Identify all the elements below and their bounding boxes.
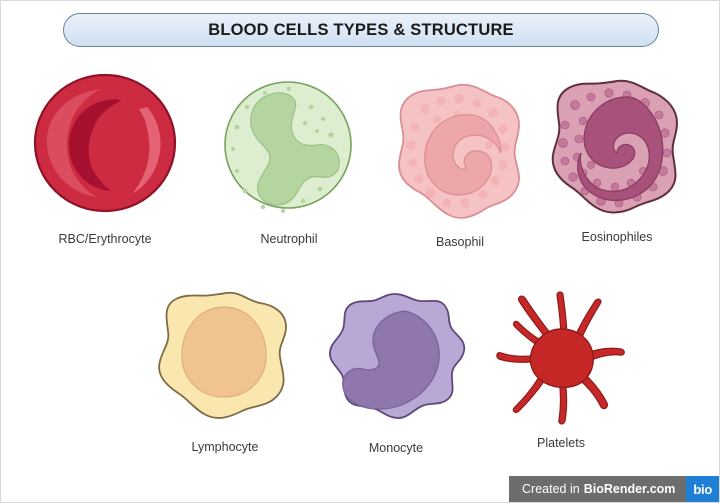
cell-rbc: RBC/Erythrocyte <box>29 71 181 246</box>
rbc-svg <box>33 73 177 213</box>
lymphocyte-illustration <box>146 289 304 432</box>
eosinophil-svg <box>551 79 679 214</box>
cell-label-eosinophil: Eosinophiles <box>581 230 653 244</box>
neutrophil-granules <box>231 86 336 213</box>
cell-eosinophil: Eosinophiles <box>541 75 693 244</box>
neutrophil-svg <box>224 81 352 213</box>
cell-label-lymphocyte: Lymphocyte <box>191 440 259 454</box>
monocyte-svg <box>329 293 466 419</box>
monocyte-illustration <box>321 291 471 432</box>
cell-lymphocyte: Lymphocyte <box>146 289 304 454</box>
neutrophil-illustration <box>219 79 359 224</box>
rbc-highlight-left <box>46 89 101 197</box>
cell-platelets: Platelets <box>491 289 631 450</box>
platelets-illustration <box>491 289 631 432</box>
eosinophil-nucleus <box>577 96 664 202</box>
eosinophil-illustration <box>541 75 693 226</box>
cell-label-basophil: Basophil <box>436 235 484 249</box>
diagram-title-banner: BLOOD CELLS TYPES & STRUCTURE <box>63 13 659 47</box>
cell-basophil: Basophil <box>389 79 531 249</box>
cell-label-platelets: Platelets <box>537 436 585 450</box>
cell-label-monocyte: Monocyte <box>368 441 424 455</box>
rbc-highlight-right <box>133 107 161 193</box>
watermark-bar: Created in BioRender.com <box>509 476 687 502</box>
watermark-created-text: Created in <box>522 482 580 496</box>
watermark-bio-badge: bio <box>686 476 719 502</box>
basophil-illustration <box>389 79 531 228</box>
lymphocyte-nucleus <box>181 306 267 398</box>
biorender-watermark: Created in BioRender.com bio <box>509 476 719 502</box>
cell-label-rbc: RBC/Erythrocyte <box>58 232 152 246</box>
basophil-nucleus <box>424 114 502 196</box>
page-title: BLOOD CELLS TYPES & STRUCTURE <box>208 20 514 39</box>
cell-monocyte: Monocyte <box>321 291 471 455</box>
cell-label-neutrophil: Neutrophil <box>260 232 318 246</box>
lymphocyte-svg <box>158 291 287 419</box>
platelet-body <box>529 328 594 388</box>
platelets-svg <box>496 291 625 425</box>
basophil-svg <box>398 83 520 219</box>
monocyte-nucleus <box>342 310 440 410</box>
basophil-cytoplasm <box>398 83 520 219</box>
rbc-illustration <box>29 71 181 226</box>
neutrophil-nucleus <box>250 92 340 206</box>
rbc-central-pallor <box>69 99 121 191</box>
cell-neutrophil: Neutrophil <box>219 79 359 246</box>
watermark-brand-text: BioRender.com <box>583 482 676 496</box>
